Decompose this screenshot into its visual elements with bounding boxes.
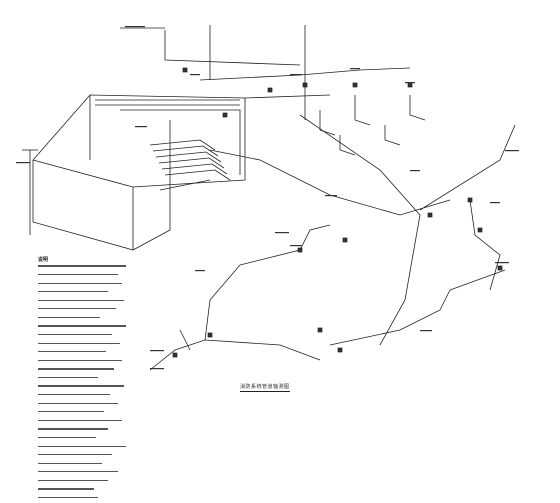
sprinkler-branch-5 bbox=[319, 110, 336, 136]
pipe-label-6 bbox=[350, 68, 360, 70]
valve-2 bbox=[352, 82, 358, 88]
note-line bbox=[38, 334, 128, 340]
drawing-caption: 消防系统管道轴测图 bbox=[240, 384, 290, 392]
outlet-pipe-5 bbox=[161, 163, 228, 175]
valve-4 bbox=[267, 87, 273, 93]
lower-right-run bbox=[329, 289, 451, 346]
notes-title: 说明 bbox=[38, 257, 49, 263]
lower-horizontal-run bbox=[204, 339, 321, 361]
note-line bbox=[38, 462, 128, 469]
note-line bbox=[38, 419, 128, 426]
note-line bbox=[38, 291, 128, 297]
notes-text-lines bbox=[38, 265, 128, 503]
note-line bbox=[38, 308, 128, 314]
right-lower-branch bbox=[469, 199, 501, 291]
valve-11 bbox=[317, 327, 323, 333]
outlet-pipe-4 bbox=[158, 157, 225, 169]
note-line bbox=[38, 394, 128, 400]
note-line bbox=[38, 342, 128, 349]
piping-isometric-diagram bbox=[16, 25, 519, 371]
valve-6 bbox=[297, 247, 303, 253]
pipe-label-2 bbox=[135, 126, 147, 128]
note-line bbox=[38, 411, 128, 417]
lower-left-drop bbox=[179, 329, 191, 351]
outlet-pipe-6 bbox=[164, 169, 231, 181]
pipe-label-11 bbox=[325, 195, 337, 197]
diagonal-main-run bbox=[299, 114, 421, 346]
note-line bbox=[38, 359, 128, 366]
drawing-canvas: 说明 消防系统管道轴测图 bbox=[16, 25, 519, 499]
note-line bbox=[38, 471, 128, 477]
note-line bbox=[38, 454, 128, 460]
pipe-label-13 bbox=[290, 245, 302, 247]
pipe-label-17 bbox=[195, 270, 205, 272]
tank-right-edge bbox=[132, 120, 171, 251]
valve-5 bbox=[182, 67, 188, 73]
valve-15 bbox=[497, 265, 503, 271]
outlet-pipe-1 bbox=[149, 139, 216, 151]
outlet-pipe-2 bbox=[152, 145, 219, 157]
sprinkler-branch-1 bbox=[354, 95, 371, 126]
pipe-label-9 bbox=[490, 202, 500, 204]
pipe-label-5 bbox=[290, 74, 302, 76]
tank-front-face bbox=[32, 159, 134, 251]
pipe-label-14 bbox=[495, 262, 509, 264]
valve-9 bbox=[477, 227, 483, 233]
valve-3 bbox=[407, 82, 413, 88]
note-line bbox=[38, 488, 128, 494]
pipe-label-18 bbox=[420, 330, 432, 332]
pipe-label-4 bbox=[190, 74, 200, 76]
tank-top-edges bbox=[32, 94, 246, 188]
pipe-label-8 bbox=[410, 170, 420, 172]
upper-header-pipe bbox=[244, 94, 331, 99]
pipe-label-10 bbox=[505, 150, 519, 152]
lower-zigzag-upper bbox=[239, 224, 331, 266]
middle-horizontal-run bbox=[209, 149, 451, 216]
valve-8 bbox=[427, 212, 433, 218]
tank-inner-frame bbox=[120, 109, 241, 175]
note-line bbox=[38, 273, 128, 280]
note-line bbox=[38, 402, 128, 409]
pipe-label-12 bbox=[275, 232, 289, 234]
note-line bbox=[38, 428, 128, 434]
note-line bbox=[38, 445, 128, 452]
note-line bbox=[38, 325, 128, 331]
valve-10 bbox=[467, 197, 473, 203]
note-line bbox=[38, 368, 128, 374]
note-line bbox=[38, 265, 128, 271]
pipe-label-1 bbox=[125, 26, 145, 28]
note-line bbox=[38, 436, 128, 443]
pipe-label-3 bbox=[16, 162, 30, 164]
valve-16 bbox=[222, 112, 228, 118]
pipe-label-16 bbox=[150, 368, 164, 370]
valve-1 bbox=[302, 82, 308, 88]
lower-left-run bbox=[149, 264, 241, 371]
sprinkler-branch-4 bbox=[339, 135, 356, 156]
lower-right-end bbox=[449, 269, 506, 291]
valve-13 bbox=[207, 332, 213, 338]
outlet-collector bbox=[159, 179, 211, 191]
note-line bbox=[38, 376, 128, 383]
note-line bbox=[38, 497, 128, 503]
notes-block: 说明 bbox=[38, 256, 128, 503]
note-line bbox=[38, 351, 128, 357]
outlet-pipe-3 bbox=[155, 151, 222, 163]
valve-12 bbox=[337, 347, 343, 353]
sprinkler-branch-2 bbox=[409, 95, 426, 121]
top-header-pipe bbox=[199, 67, 411, 81]
right-upper-branch bbox=[419, 124, 516, 211]
note-line bbox=[38, 316, 128, 323]
note-line bbox=[38, 385, 128, 391]
note-line bbox=[38, 299, 128, 306]
top-riser-left bbox=[164, 30, 301, 66]
pipe-label-15 bbox=[150, 350, 164, 352]
pipe-label-7 bbox=[405, 82, 415, 84]
sprinkler-branch-3 bbox=[384, 125, 401, 146]
note-line bbox=[38, 479, 128, 486]
valve-14 bbox=[172, 352, 178, 358]
valve-7 bbox=[342, 237, 348, 243]
note-line bbox=[38, 282, 128, 289]
